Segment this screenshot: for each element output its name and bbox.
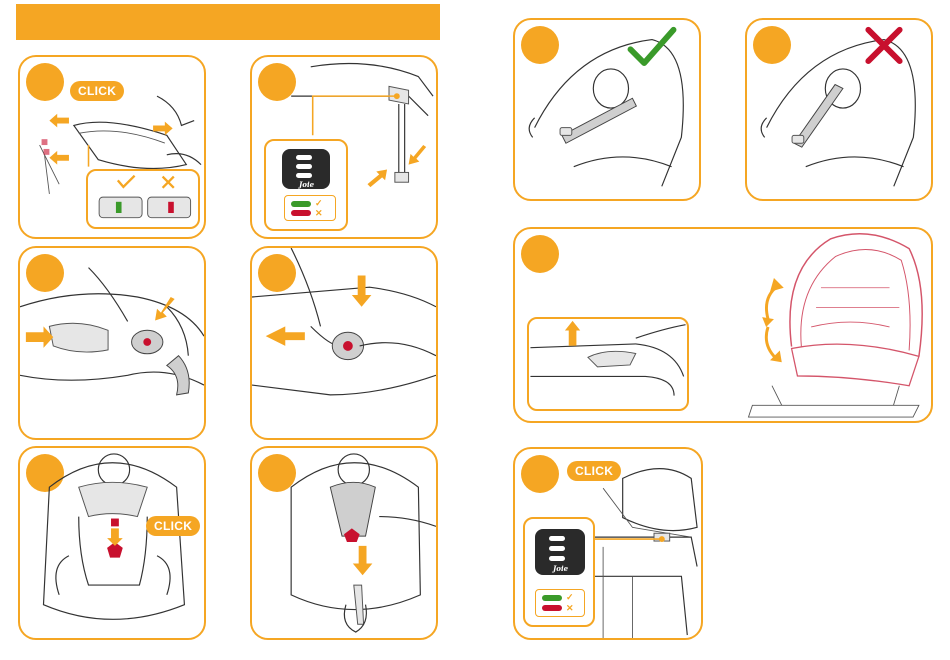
rotate-arrow-icon [766,327,776,358]
buckle-pull-illustration [252,248,436,438]
step-panel-seat-positioning [513,227,933,423]
arrow-icon [352,275,372,306]
brand-label: Joie [553,564,568,573]
harness-tighten-illustration [252,448,436,638]
arrow-icon [49,114,69,128]
check-icon: ✓ [566,593,574,602]
step-panel-seat-click: CLICK Joie ✓ ✕ [513,447,703,640]
cross-icon: ✕ [566,604,574,613]
cross-icon: ✕ [315,209,323,218]
harness-correct-illustration [515,20,699,199]
indicator-panel: Joie [535,529,585,575]
step-panel-harness-tighten [250,446,438,640]
buckle-illustration [20,248,204,438]
cross-icon [868,30,899,61]
arrow-icon [266,326,305,346]
harness-click-illustration [20,448,204,638]
infant-carrier-outline [748,234,922,417]
seat-rotation-illustration [515,229,931,421]
step-panel-harness-click: CLICK [18,446,206,640]
check-icon: ✓ [315,199,323,208]
indicator-inset: Joie ✓ ✕ [264,139,348,231]
arrow-icon [155,297,175,320]
check-icon [630,30,673,63]
latch-status-inset [86,169,200,229]
arrow-icon [107,528,123,546]
arrow-icon [26,326,53,348]
cross-icon [163,177,174,188]
step-panel-harness-incorrect [745,18,933,201]
arrow-icon [49,151,69,165]
check-icon [118,176,135,187]
step-panel-buckle-pull [250,246,438,440]
arrow-icon [353,546,373,575]
indicator-legend: ✓ ✕ [284,195,336,221]
step-panel-buckle-release [18,246,206,440]
indicator-legend: ✓ ✕ [535,589,585,617]
section-header-bar [16,4,440,40]
indicator-inset: Joie ✓ ✕ [523,517,595,627]
step-panel-base-click: CLICK [18,55,206,239]
indicator-panel: Joie [282,149,330,189]
click-badge: CLICK [567,461,621,481]
brand-label: Joie [299,180,314,189]
click-badge: CLICK [70,81,124,101]
arrow-icon [153,122,173,136]
harness-incorrect-illustration [747,20,931,199]
arrow-icon [409,145,427,165]
step-panel-base-indicator: Joie ✓ ✕ [250,55,438,239]
step-panel-harness-correct [513,18,701,201]
click-badge: CLICK [146,516,200,536]
arrow-icon [367,170,387,188]
